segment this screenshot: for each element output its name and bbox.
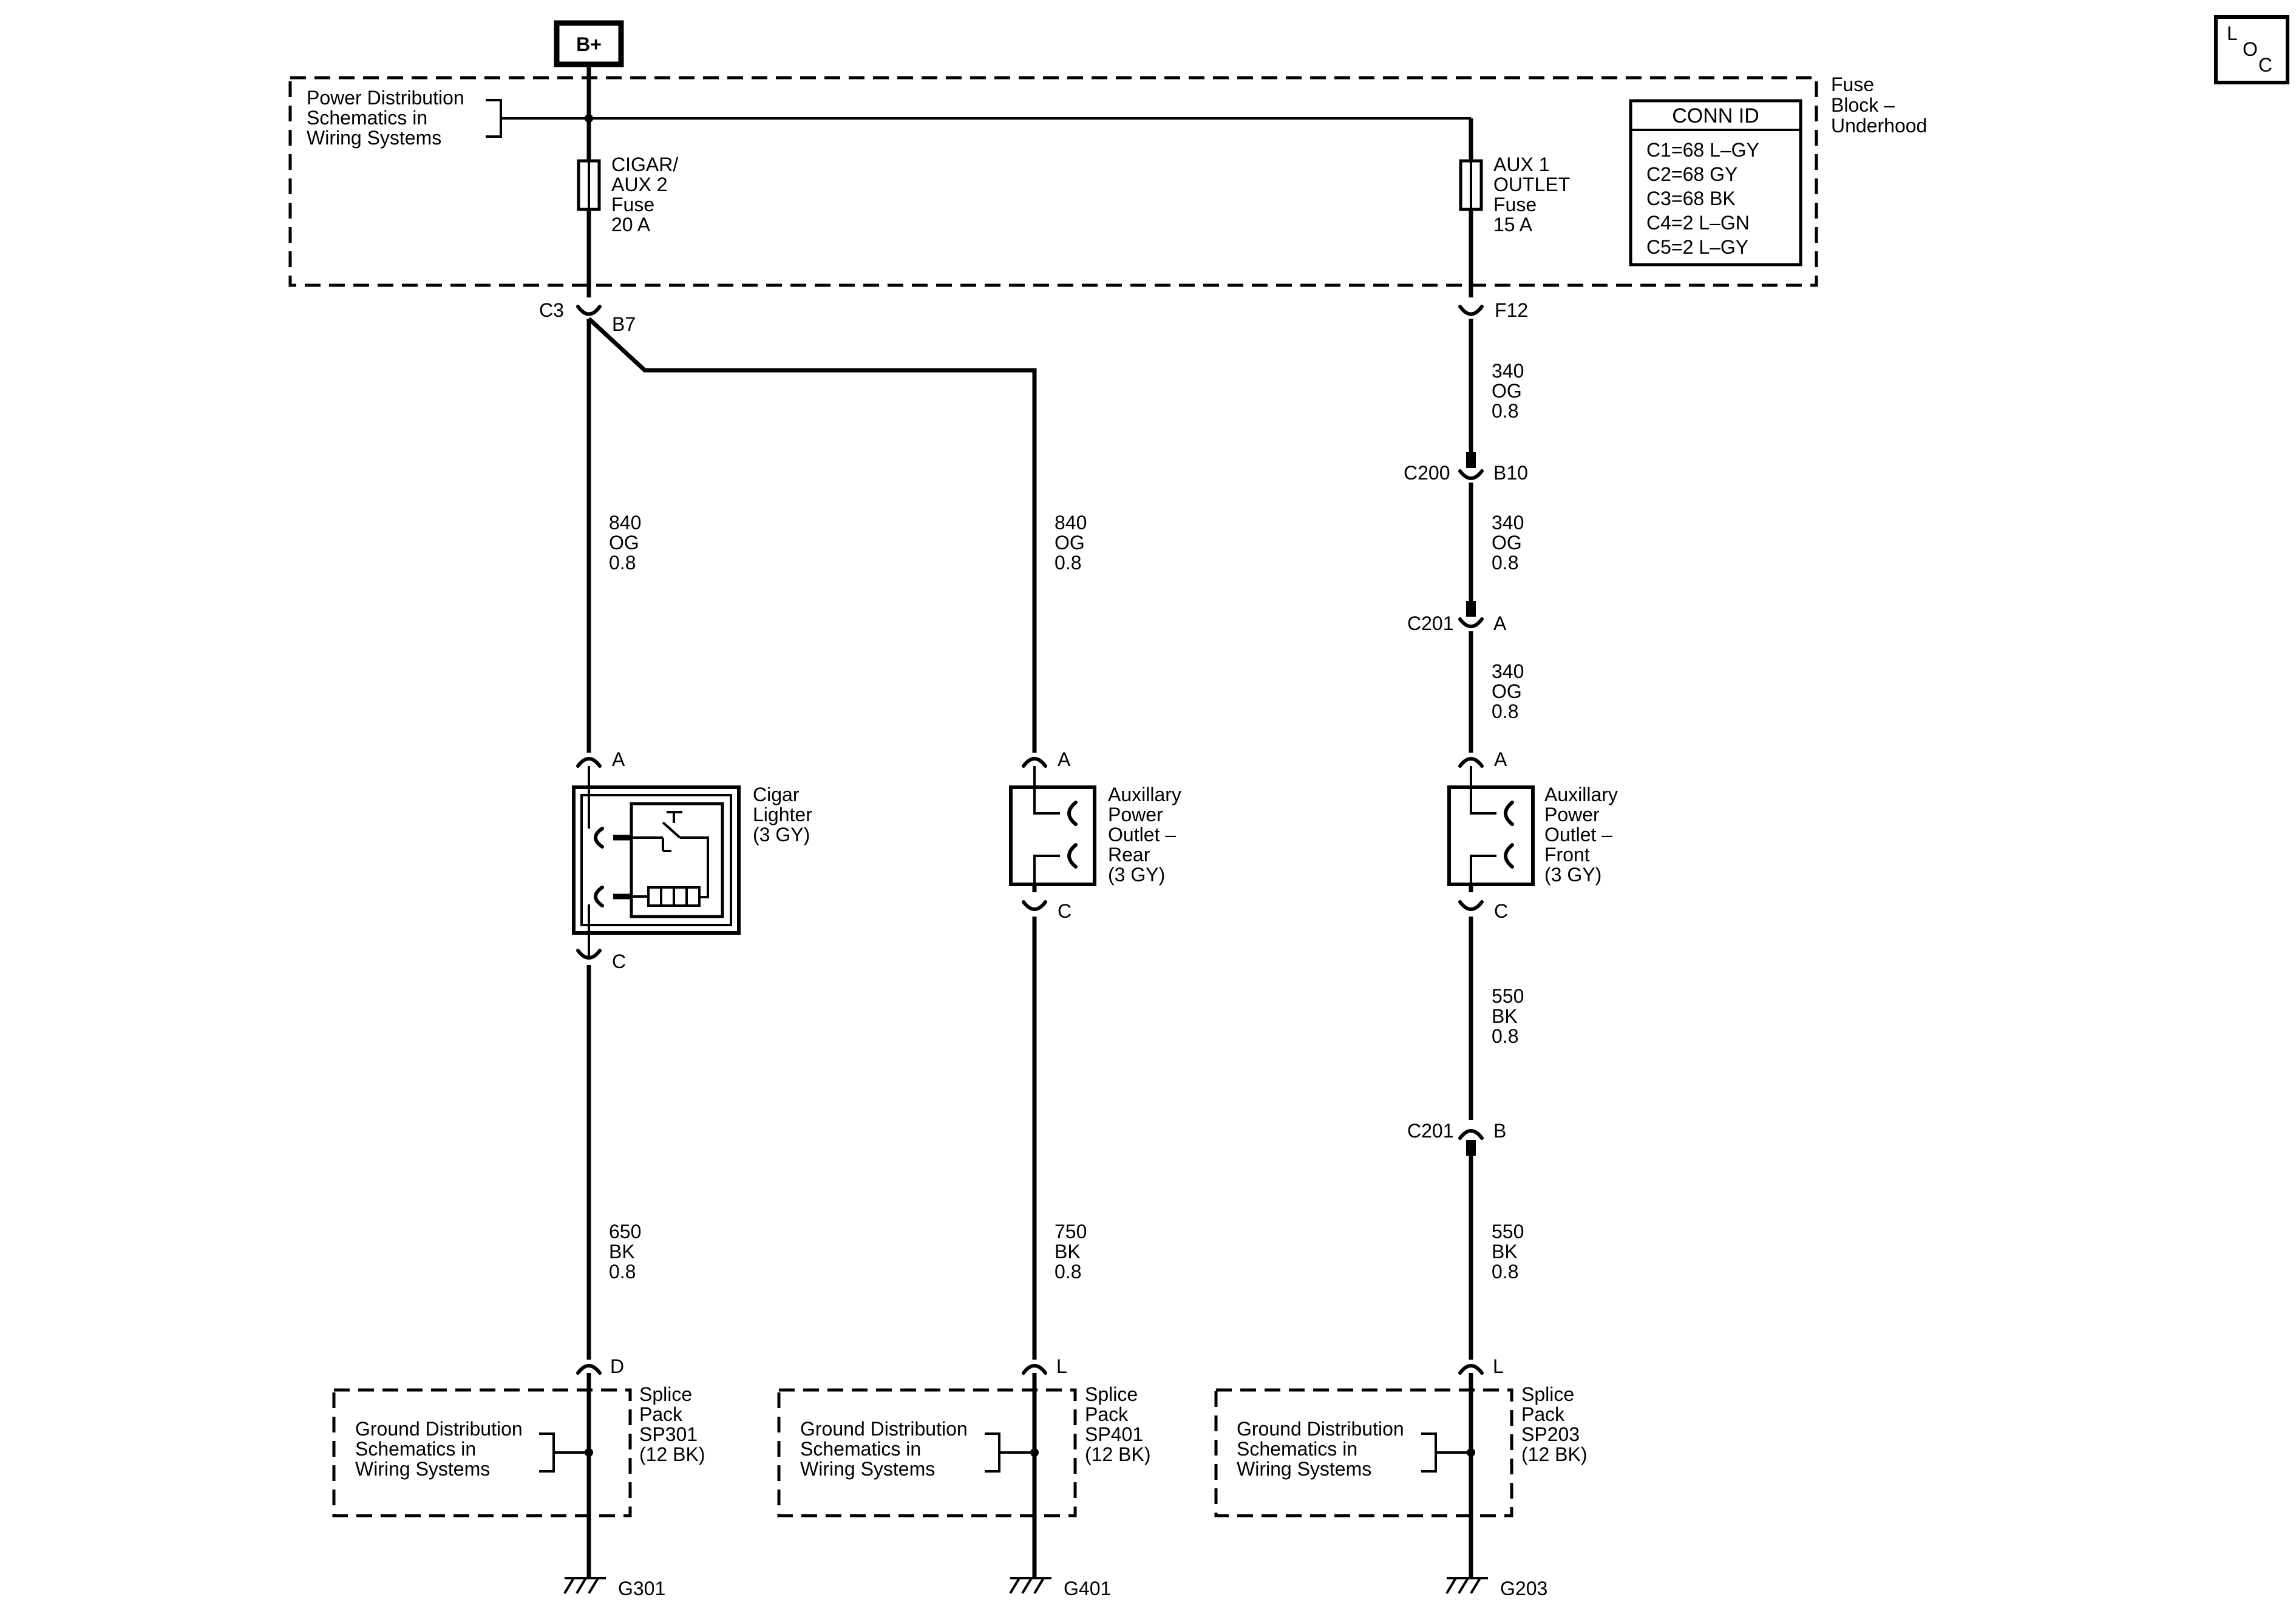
splice-pin-l: L xyxy=(1056,1355,1067,1377)
loc-icon-c: C xyxy=(2258,54,2272,76)
rear-pin-c-connector xyxy=(1022,900,1047,911)
ground-distribution-ref: Ground Distribution Schematics in Wiring… xyxy=(355,1418,528,1480)
splice-pack-label: Splice Pack SP301 (12 BK) xyxy=(639,1383,705,1465)
wire-650-label: 650 BK 0.8 xyxy=(609,1221,647,1283)
connector-c201-b-label: C201 xyxy=(1407,1120,1454,1142)
front-pin-c: C xyxy=(1494,900,1508,922)
front-pin-a: A xyxy=(1494,748,1507,770)
power-distribution-ref: Power Distribution Schematics in Wiring … xyxy=(307,87,470,149)
ground-splice-right: L Ground Distribution Schematics in Wiri… xyxy=(1214,1355,1587,1599)
cigar-pin-a: A xyxy=(612,748,625,770)
cigar-pin-c: C xyxy=(612,951,626,972)
splice-pin-d: D xyxy=(610,1355,624,1377)
connector-c201-b xyxy=(1458,1129,1484,1140)
conn-id-row: C2=68 GY xyxy=(1646,163,1737,185)
connector-c201-a-label: C201 xyxy=(1407,612,1454,634)
conn-id-table: CONN ID C1=68 L–GY C2=68 GY C3=68 BK C4=… xyxy=(1629,99,1802,266)
battery-terminal: B+ xyxy=(554,20,624,67)
rear-pin-c: C xyxy=(1058,900,1072,922)
connector-c201-a xyxy=(1458,617,1484,628)
conn-id-row: C5=2 L–GY xyxy=(1646,236,1748,258)
wire-340-label: 340 OG 0.8 xyxy=(1492,360,1529,422)
rear-pin-a: A xyxy=(1058,748,1071,770)
ground-g401-label: G401 xyxy=(1064,1578,1111,1599)
loc-icon: L O C xyxy=(2214,15,2289,84)
connector-c201-male xyxy=(1466,601,1476,617)
connector-b10-label: B10 xyxy=(1493,462,1528,484)
conn-id-row: C1=68 L–GY xyxy=(1646,139,1759,161)
connector-c201-b-male xyxy=(1466,1140,1476,1156)
battery-label: B+ xyxy=(576,33,602,55)
connector-c3 xyxy=(576,305,602,316)
ground-icon xyxy=(1009,1577,1051,1595)
connector-b7-label: B7 xyxy=(612,313,636,335)
loc-icon-o: O xyxy=(2243,38,2258,60)
conn-id-title: CONN ID xyxy=(1672,104,1759,127)
wire-840-label: 840 OG 0.8 xyxy=(1055,512,1092,574)
aux-outlet-front-label: Auxillary Power Outlet – Front (3 GY) xyxy=(1544,784,1623,886)
wire-550-label: 550 BK 0.8 xyxy=(1492,1221,1529,1283)
connector-c3-label: C3 xyxy=(539,299,564,321)
conn-id-row: C3=68 BK xyxy=(1646,188,1736,209)
aux-outlet-rear-label: Auxillary Power Outlet – Rear (3 GY) xyxy=(1108,784,1187,886)
front-pin-a-connector xyxy=(1458,757,1484,768)
loc-icon-l: L xyxy=(2227,22,2238,44)
rear-pin-a-connector xyxy=(1022,757,1047,768)
ground-distribution-ref: Ground Distribution Schematics in Wiring… xyxy=(800,1418,973,1480)
splice-pin-connector xyxy=(1458,1364,1484,1375)
splice-pin-connector xyxy=(1022,1364,1047,1375)
power-ref-bracket xyxy=(486,99,502,138)
ground-icon xyxy=(1445,1577,1488,1595)
wire-340-label: 340 OG 0.8 xyxy=(1492,512,1529,574)
wire-840-label: 840 OG 0.8 xyxy=(609,512,647,574)
ground-icon xyxy=(563,1577,606,1595)
cigar-lighter-label: Cigar Lighter (3 GY) xyxy=(753,784,818,846)
wire-550-label: 550 BK 0.8 xyxy=(1492,985,1529,1047)
ground-g203-label: G203 xyxy=(1500,1578,1547,1599)
ground-splice-mid: L Ground Distribution Schematics in Wiri… xyxy=(777,1355,1150,1599)
connector-c201-b-pin: B xyxy=(1493,1120,1506,1142)
fuse-block-outline xyxy=(288,76,1818,287)
cigar-pin-c-connector xyxy=(576,949,602,960)
cigar-fuse-label: CIGAR/ AUX 2 Fuse 20 A xyxy=(611,154,684,236)
ground-splice-left: D Ground Distribution Schematics in Wiri… xyxy=(332,1355,705,1599)
connector-c200 xyxy=(1458,469,1484,480)
aux-outlet-fuse-label: AUX 1 OUTLET Fuse 15 A xyxy=(1493,154,1575,236)
aux-outlet-front: A C Auxillary Power Outlet – Front (3 GY… xyxy=(1447,748,1623,922)
connector-f12-label: F12 xyxy=(1495,299,1528,321)
cigar-lighter: A C Cigar Lighter (3 GY) xyxy=(572,748,818,972)
wire-340-label: 340 OG 0.8 xyxy=(1492,660,1529,722)
splice-pack-label: Splice Pack SP401 (12 BK) xyxy=(1085,1383,1150,1465)
connector-f12 xyxy=(1458,305,1484,316)
front-pin-c-connector xyxy=(1458,900,1484,911)
splice-pin-connector xyxy=(576,1364,602,1375)
cigar-pin-a-connector xyxy=(576,757,602,768)
connector-c200-male xyxy=(1466,452,1476,468)
wire-750-label: 750 BK 0.8 xyxy=(1055,1221,1092,1283)
connector-c201-a-pin: A xyxy=(1493,612,1507,634)
aux-outlet-rear: A C Auxillary Power Outlet – Rear (3 GY) xyxy=(1009,748,1187,922)
ground-distribution-ref: Ground Distribution Schematics in Wiring… xyxy=(1237,1418,1410,1480)
ground-g301-label: G301 xyxy=(618,1578,665,1599)
conn-id-row: C4=2 L–GN xyxy=(1646,212,1750,234)
splice-pin-l: L xyxy=(1493,1355,1504,1377)
splice-pack-label: Splice Pack SP203 (12 BK) xyxy=(1521,1383,1587,1465)
connector-c200-label: C200 xyxy=(1404,462,1450,484)
fuse-block-label: Fuse Block – Underhood xyxy=(1831,73,1927,137)
